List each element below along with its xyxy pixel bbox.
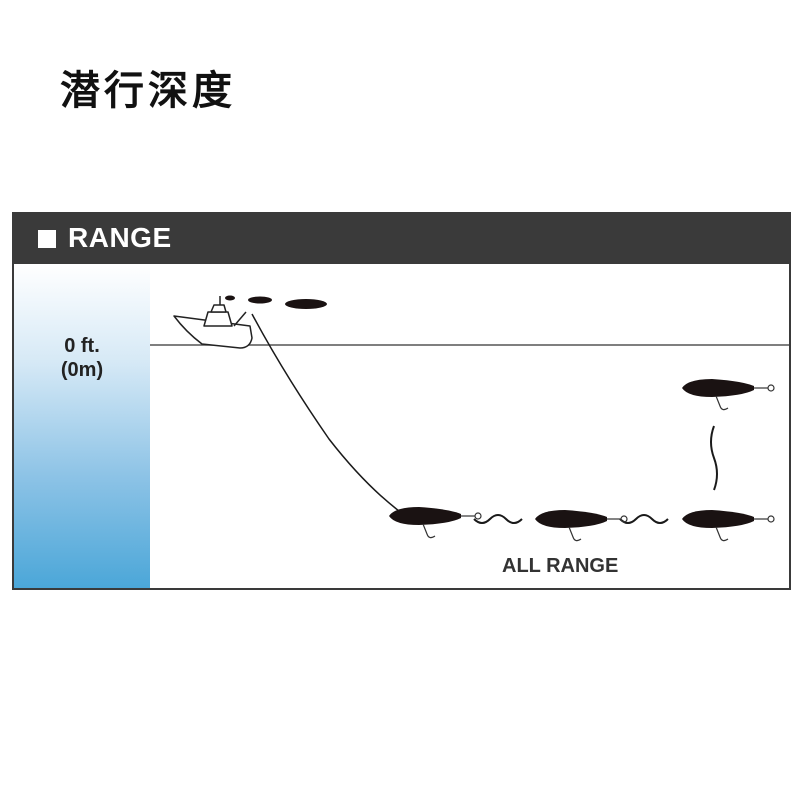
retrieve-wave-1 [473, 514, 523, 524]
depth-label-feet: 0 ft. [64, 335, 100, 357]
range-panel: RANGE 0 ft. (0m) [12, 212, 791, 590]
smoke-puffs [225, 295, 327, 309]
lure-icon [682, 379, 775, 411]
panel-header: RANGE [14, 214, 789, 264]
boat-icon [173, 296, 253, 349]
depth-gradient-column [14, 264, 150, 588]
page-title: 潜行深度 [60, 68, 236, 114]
lure-icon [535, 510, 628, 542]
lure-icon [682, 510, 775, 542]
depth-label-meters: (0m) [60, 359, 104, 381]
hook-icon [568, 526, 582, 542]
fishing-line [251, 313, 400, 512]
hook-icon [422, 523, 436, 539]
hook-icon [715, 526, 729, 542]
lure-icon [389, 507, 482, 539]
hook-icon [715, 395, 729, 411]
header-square-icon [38, 230, 56, 248]
rise-line [710, 425, 718, 491]
diagram-scene [150, 295, 789, 542]
all-range-label: ALL RANGE [502, 555, 619, 577]
retrieve-wave-2 [619, 514, 669, 524]
header-title: RANGE [68, 222, 172, 253]
